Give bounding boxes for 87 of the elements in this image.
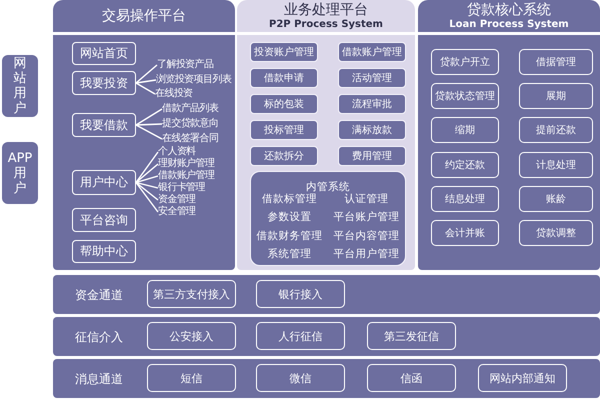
module-box: 会计并账 xyxy=(431,220,499,246)
function-label: 平台内容管理 xyxy=(334,230,400,243)
feature-label: 浏览投资项目列表 xyxy=(156,74,232,86)
service-box: 第三发征信 xyxy=(367,322,456,350)
service-box: 人行征信 xyxy=(256,322,345,350)
platform-panel xyxy=(53,0,235,270)
service-box: 银行接入 xyxy=(256,280,345,308)
layer-band xyxy=(53,359,600,398)
menu-box: 网站首页 xyxy=(72,42,136,65)
layer-title: 征信介入 xyxy=(75,330,123,344)
feature-label: 在线签署合同 xyxy=(162,133,218,145)
function-label: 平台账户管理 xyxy=(334,211,400,224)
service-box: 第三方支付接入 xyxy=(147,280,236,308)
module-box: 流程审批 xyxy=(338,94,406,114)
module-box: 贷款户开立 xyxy=(431,49,499,75)
module-box: 缩期 xyxy=(431,117,499,143)
service-box: 微信 xyxy=(256,364,345,392)
feature-label: 了解投资产品 xyxy=(157,59,214,71)
menu-box: 平台咨询 xyxy=(72,208,136,232)
menu-box: 我要借款 xyxy=(72,113,136,137)
connector-line xyxy=(136,124,162,140)
module-box: 贷款调整 xyxy=(519,220,593,246)
feature-label: 借款产品列表 xyxy=(162,103,218,115)
module-box: 投标管理 xyxy=(250,120,318,140)
connector-line xyxy=(136,182,158,189)
connector-line xyxy=(135,182,159,212)
platform-panel xyxy=(418,0,600,270)
connector-line xyxy=(135,152,159,183)
feature-label: 借款账户管理 xyxy=(158,170,214,182)
panel-subtitle: P2P Process System xyxy=(269,18,383,30)
layer-title: 消息通道 xyxy=(75,372,123,386)
platform-panel xyxy=(237,0,415,270)
module-box: 账龄 xyxy=(519,186,593,212)
subsystem-panel xyxy=(250,171,406,266)
module-box: 提前还款 xyxy=(519,117,593,143)
function-label: 借款财务管理 xyxy=(256,230,322,243)
module-box: 借款申请 xyxy=(250,68,318,88)
module-box: 活动管理 xyxy=(338,68,406,88)
service-box: 短信 xyxy=(147,364,236,392)
layer-band xyxy=(53,317,600,356)
panel-title: 业务处理平台 xyxy=(284,2,368,18)
module-box: 计息处理 xyxy=(519,152,593,178)
user-type-box: APP用户 xyxy=(2,142,38,204)
connector-line xyxy=(136,182,158,201)
menu-box: 帮助中心 xyxy=(72,240,136,263)
layer-band xyxy=(53,275,600,314)
feature-label: 在线投资 xyxy=(155,88,193,100)
menu-box: 我要投资 xyxy=(72,71,136,95)
connector-line xyxy=(136,123,162,126)
connector-line xyxy=(136,175,158,184)
module-box: 借据管理 xyxy=(519,49,593,75)
module-box: 投资账户管理 xyxy=(250,42,318,62)
feature-label: 理财账户管理 xyxy=(158,158,214,170)
function-label: 系统管理 xyxy=(268,248,312,262)
module-box: 贷款状态管理 xyxy=(431,83,499,109)
feature-label: 安全管理 xyxy=(158,206,196,218)
function-label: 认证管理 xyxy=(344,192,388,206)
feature-label: 资金管理 xyxy=(158,194,196,206)
module-box: 费用管理 xyxy=(338,146,406,166)
module-box: 约定还款 xyxy=(431,152,499,178)
module-box: 标的包装 xyxy=(250,94,318,114)
connector-line xyxy=(136,79,156,84)
feature-label: 提交贷款意向 xyxy=(162,118,218,130)
connector-line xyxy=(136,108,162,126)
function-label: 平台用户管理 xyxy=(334,248,400,262)
service-box: 信函 xyxy=(367,364,456,392)
function-label: 借款标管理 xyxy=(262,192,317,206)
connector-line xyxy=(136,64,158,84)
panel-subtitle: Loan Process System xyxy=(449,18,569,30)
feature-label: 银行卡管理 xyxy=(158,182,206,194)
module-box: 借款账户管理 xyxy=(338,42,406,62)
section-title: 内管系统 xyxy=(306,181,350,193)
module-box: 满标放款 xyxy=(338,120,406,140)
menu-box: 用户中心 xyxy=(72,170,136,195)
module-box: 结息处理 xyxy=(431,186,499,212)
service-box: 公安接入 xyxy=(147,322,236,350)
module-box: 还款拆分 xyxy=(250,146,318,166)
panel-title: 交易操作平台 xyxy=(102,8,186,24)
connector-line xyxy=(136,82,156,95)
user-type-box: 网站用户 xyxy=(2,55,38,117)
function-label: 参数设置 xyxy=(268,211,312,224)
panel-title: 贷款核心系统 xyxy=(467,2,551,18)
layer-title: 资金通道 xyxy=(75,288,123,302)
connector-line xyxy=(136,163,158,184)
feature-label: 个人资料 xyxy=(158,146,196,158)
service-box: 网站内部通知 xyxy=(478,364,567,392)
module-box: 展期 xyxy=(519,83,593,109)
